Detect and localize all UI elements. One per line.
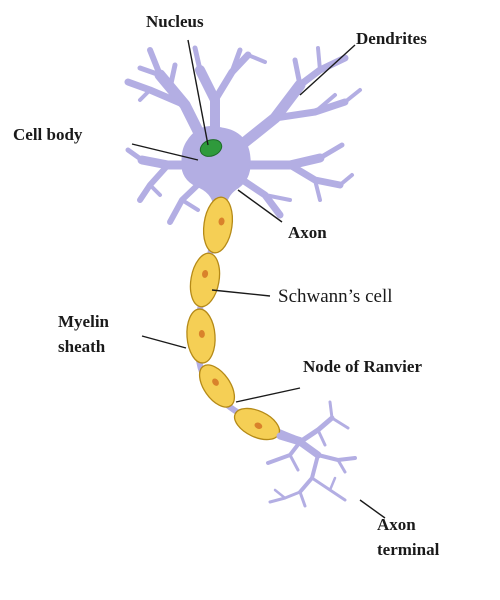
axon-leader (237, 189, 283, 223)
cell-body-shape (124, 45, 362, 225)
schwann-cell (202, 196, 234, 254)
dendrites-label: Dendrites (356, 29, 427, 48)
schwann-cells (186, 196, 281, 441)
axon-terminal-shape (266, 400, 357, 508)
dendrites-leader (299, 44, 356, 96)
leader-lines (131, 39, 386, 519)
nucleus-shape (199, 139, 223, 157)
node-of-ranvier-leader (235, 387, 301, 403)
schwann-cell-leader (211, 289, 271, 297)
myelin-sheath-leader (141, 335, 187, 349)
axon-label: Axon (288, 223, 327, 242)
axon-terminal-label-line2: terminal (377, 540, 440, 559)
schwann-cell (189, 252, 221, 308)
nucleus-leader (187, 39, 209, 146)
myelin-sheath-label-line2: sheath (58, 337, 106, 356)
schwann-cell (186, 308, 216, 364)
axon-terminal-leader (359, 499, 386, 519)
schwann-cell (233, 407, 281, 441)
cell-body-label: Cell body (13, 125, 83, 144)
nucleus-label: Nucleus (146, 12, 204, 31)
myelin-sheath-label-line1: Myelin (58, 312, 110, 331)
axon-terminal-label-line1: Axon (377, 515, 416, 534)
schwann-cell (198, 364, 236, 408)
node-of-ranvier-label: Node of Ranvier (303, 357, 422, 376)
schwann-cell-label: Schwann’s cell (278, 286, 393, 307)
cell-body-leader (131, 143, 199, 161)
